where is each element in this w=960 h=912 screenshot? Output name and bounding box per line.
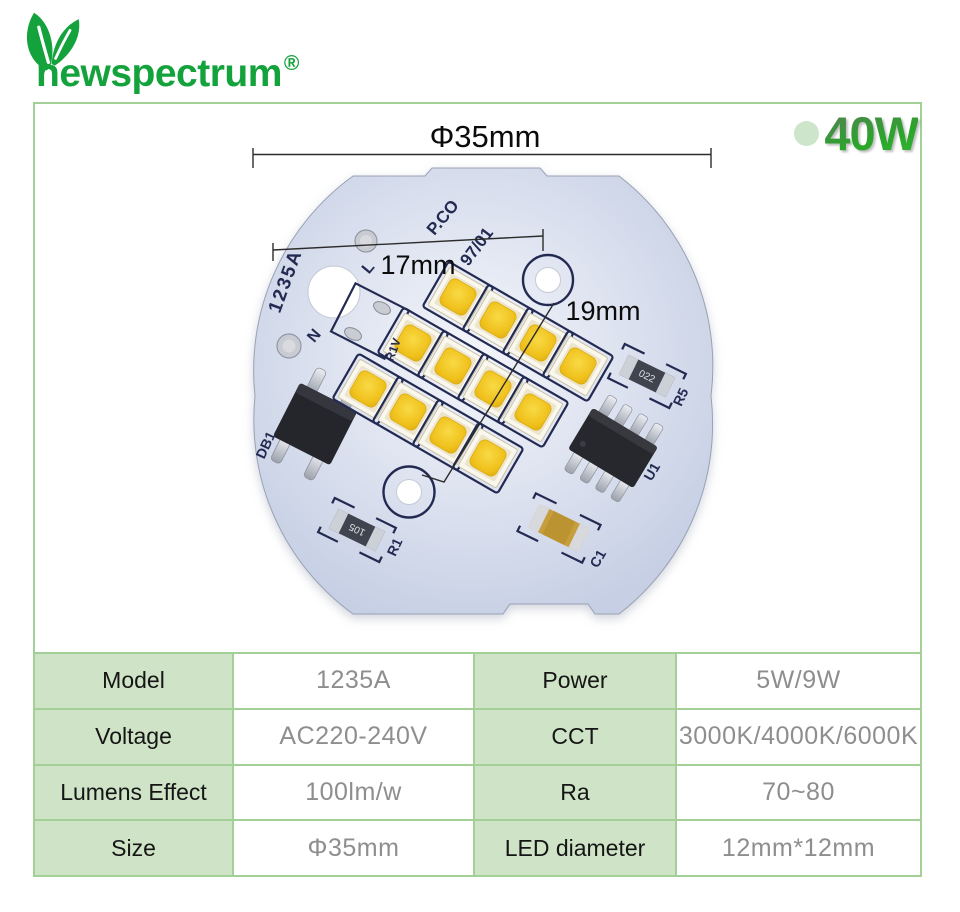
driver-ic-u1 [564, 395, 664, 502]
product-figure-panel: 022 105 1235A P.CO 97/01 L N [33, 102, 922, 652]
hole-bottom [396, 479, 422, 505]
spec-value-model: 1235A [234, 654, 475, 710]
spec-value-voltage: AC220-240V [234, 709, 475, 766]
spec-label-size: Size [35, 821, 234, 877]
spec-label-cct: CCT [475, 709, 677, 766]
solder-blob-left [276, 333, 302, 359]
brand-wordmark: newspectrum® [36, 52, 299, 96]
spec-value-lumens: 100lm/w [234, 765, 475, 822]
dimension-span-label: 19mm [565, 296, 640, 326]
resistor-r1: 105 [316, 496, 398, 564]
capacitor-c1 [515, 491, 603, 565]
spec-label-power: Power [475, 654, 677, 710]
spec-label-lumens: Lumens Effect [35, 765, 234, 822]
solder-blob-top [354, 229, 378, 253]
pcb-figure: 022 105 1235A P.CO 97/01 L N [252, 119, 714, 615]
silkscreen-u1: U1 [640, 460, 663, 484]
hole-ring-top-right [521, 253, 575, 307]
hole-top-right [535, 267, 561, 293]
spec-label-ra: Ra [475, 765, 677, 822]
resistor-r5: 022 [606, 342, 688, 410]
spec-label-led-diameter: LED diameter [475, 821, 677, 877]
terminal-pad-neutral [344, 327, 362, 341]
spec-table: Model 1235A Power 5W/9W Voltage AC220-24… [33, 652, 922, 877]
mounting-hole-left [307, 265, 361, 319]
spec-value-led-diameter: 12mm*12mm [677, 821, 922, 877]
dimension-diameter [252, 148, 712, 168]
dimension-diameter-label: Φ35mm [430, 119, 541, 154]
terminal-pad-live [373, 301, 391, 315]
silkscreen-r5: R5 [669, 385, 691, 408]
spec-label-model: Model [35, 654, 234, 710]
wattage-value: 40W [824, 107, 919, 160]
leaf-icon [26, 12, 80, 71]
dimension-pitch [272, 229, 544, 261]
brand-name-text: newspectrum [36, 52, 282, 95]
silkscreen-r1: R1 [383, 535, 405, 558]
dimension-pitch-label: 17mm [380, 250, 455, 280]
hole-ring-bottom [382, 465, 436, 519]
spec-value-cct: 3000K/4000K/6000K [677, 709, 922, 766]
wattage-dot-icon [794, 121, 820, 146]
dimension-span-line [421, 302, 555, 483]
wattage-badge: 40W [794, 106, 919, 161]
registered-mark: ® [283, 52, 299, 75]
spec-value-power: 5W/9W [677, 654, 922, 710]
spec-label-voltage: Voltage [35, 709, 234, 766]
brand-logo: newspectrum® [14, 2, 334, 102]
spec-value-size: Φ35mm [234, 821, 475, 877]
silkscreen-c1: C1 [586, 547, 609, 571]
spec-value-ra: 70~80 [677, 765, 922, 822]
